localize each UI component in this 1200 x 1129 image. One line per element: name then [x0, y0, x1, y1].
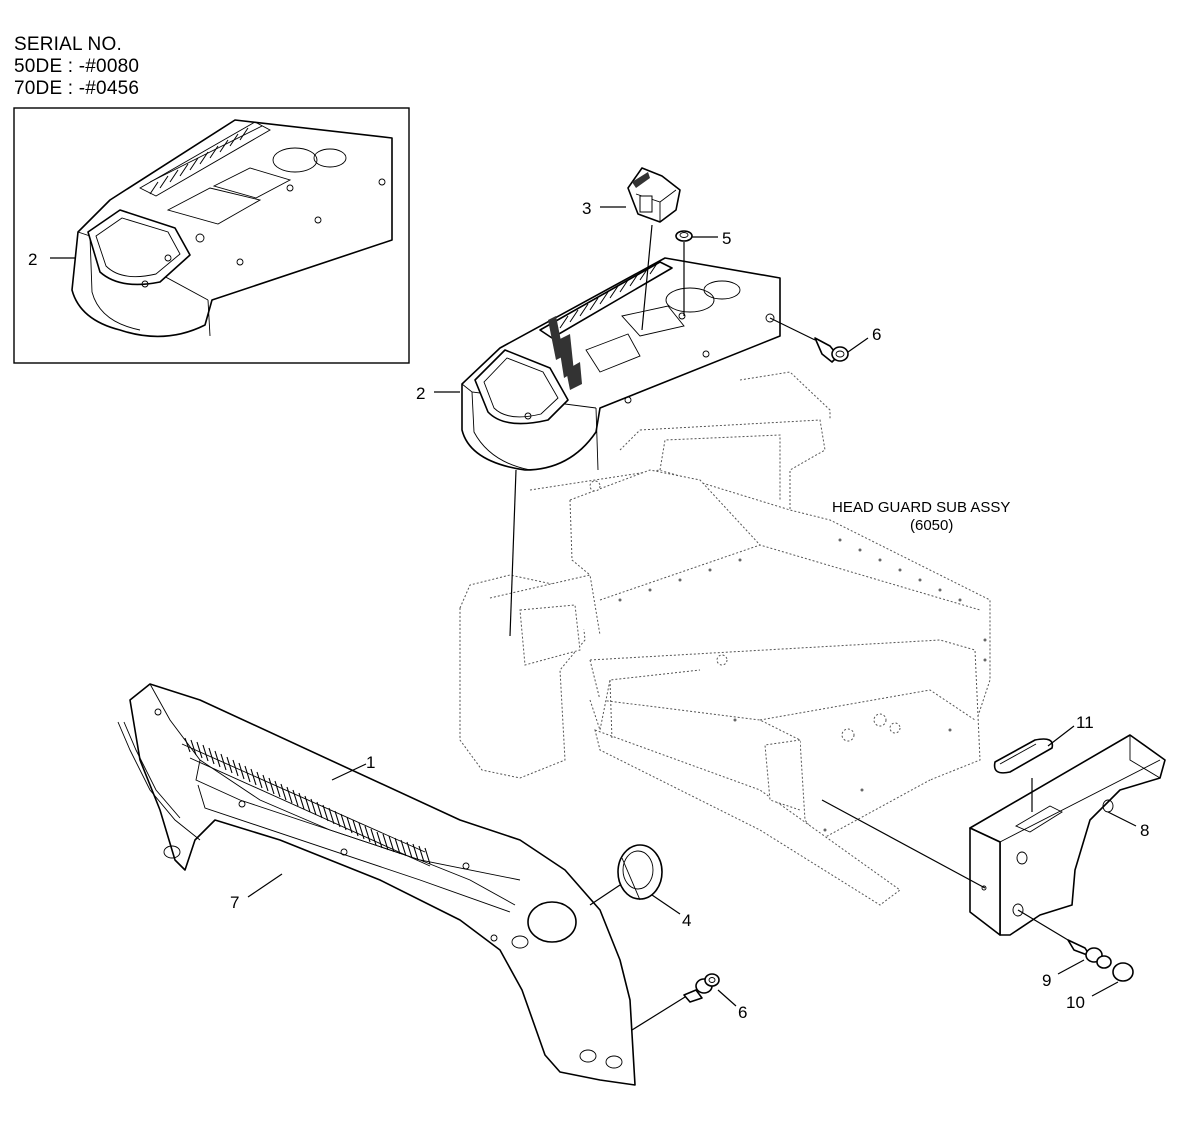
callout-9: 9	[1042, 971, 1051, 990]
part-9-bolt	[1067, 939, 1112, 969]
assembly-label-number: (6050)	[910, 517, 953, 534]
part-3-switch	[627, 167, 681, 223]
part-2-console-cover	[461, 257, 781, 471]
part-6-bolt-top	[814, 337, 849, 363]
callout-11: 11	[1076, 713, 1094, 732]
serial-line-50de: 50DE : -#0080	[14, 56, 140, 77]
part-6-bolt-bottom	[683, 973, 720, 1003]
assembly-label-title: HEAD GUARD SUB ASSY	[832, 499, 1010, 516]
callout-7: 7	[230, 893, 239, 912]
inset-panel: 2	[13, 107, 410, 364]
serial-line-70de: 70DE : -#0456	[14, 78, 140, 99]
callout-5: 5	[722, 229, 731, 248]
callout-leaders	[247, 206, 1137, 1007]
assembly-lines	[509, 224, 1069, 1031]
part-5-grommet	[675, 230, 693, 242]
callout-4: 4	[682, 911, 691, 930]
callout-inset-2: 2	[28, 250, 37, 269]
part-8-bracket	[969, 734, 1166, 936]
callout-1: 1	[366, 753, 375, 772]
part-11-slot-cover	[993, 738, 1054, 774]
callout-10: 10	[1066, 993, 1085, 1012]
callout-2: 2	[416, 384, 425, 403]
callout-6-top: 6	[872, 325, 881, 344]
head-guard-sub-assy	[459, 371, 991, 906]
serial-title: SERIAL NO.	[14, 34, 122, 55]
callout-6-bottom: 6	[738, 1003, 747, 1022]
part-1-front-panel	[117, 683, 636, 1086]
callout-3: 3	[582, 199, 591, 218]
callout-8: 8	[1140, 821, 1149, 840]
part-4-grommet	[617, 844, 663, 901]
part-10-cap	[1112, 962, 1134, 982]
